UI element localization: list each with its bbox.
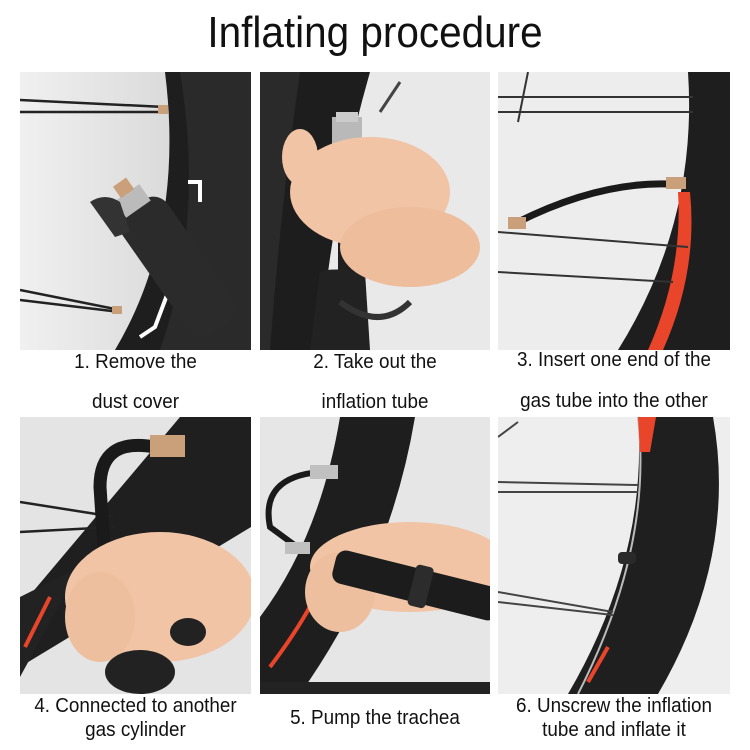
step-2-caption-line-2: inflation tube — [321, 390, 429, 413]
step-1-caption-line-1: 1. Remove the — [74, 350, 197, 373]
step-1-caption-line-2: dust cover — [91, 390, 179, 413]
step-6-photo — [498, 417, 730, 694]
step-6-caption-line-2: tube and inflate it — [542, 718, 686, 741]
step-5-photo — [260, 417, 490, 694]
step-5-caption-line-1: 5. Pump the trachea — [290, 706, 460, 729]
step-1-photo — [20, 72, 251, 350]
page-title: Inflating procedure — [207, 8, 543, 57]
step-3-photo — [498, 72, 730, 350]
step-4-caption-line-1: 4. Connected to another — [34, 694, 237, 717]
step-2-caption-line-1: 2. Take out the — [313, 350, 437, 373]
step-4-caption-line-2: gas cylinder — [85, 718, 186, 741]
step-3-caption-line-1: 3. Insert one end of the — [516, 348, 711, 371]
step-3-caption-line-2: gas tube into the other — [520, 389, 708, 412]
step-4-photo — [20, 417, 251, 694]
step-6-caption-line-1: 6. Unscrew the inflation — [515, 694, 713, 717]
step-2-photo — [260, 72, 490, 350]
